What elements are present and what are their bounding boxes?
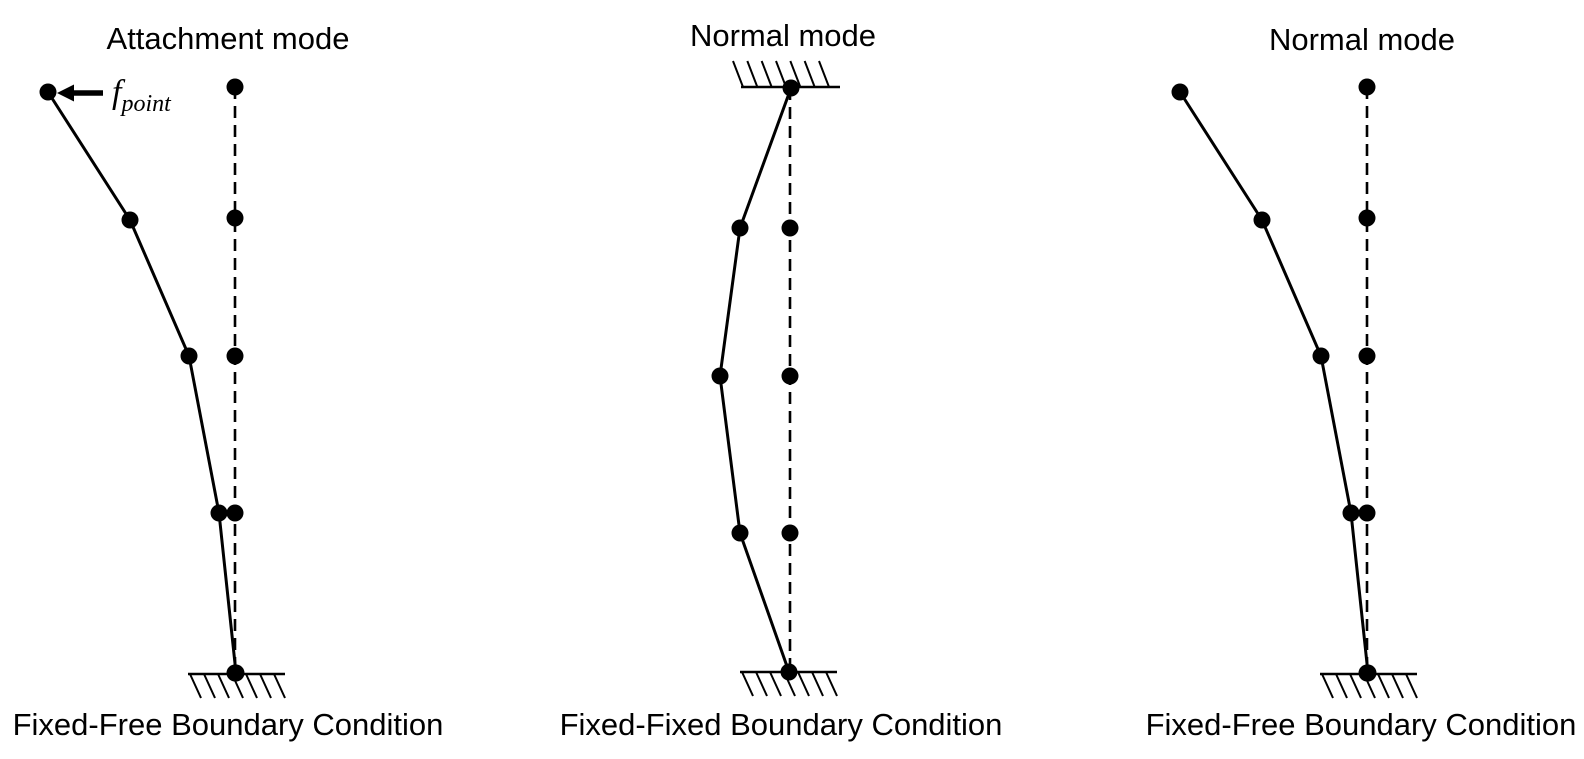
- boundary-condition-label: Fixed-Free Boundary Condition: [1146, 707, 1577, 742]
- node-dot: [227, 664, 245, 682]
- node-dot: [1312, 347, 1330, 365]
- fixed-support-hatch: [732, 60, 744, 88]
- fixed-support-hatch: [825, 671, 838, 697]
- deformed-beam-polyline: [1178, 91, 1370, 674]
- fixed-support-hatch: [811, 671, 824, 697]
- fixed-support-hatch: [245, 673, 258, 699]
- fixed-support-hatch: [203, 673, 216, 699]
- beam-diagram: [39, 78, 286, 699]
- beam-diagram: [711, 60, 840, 697]
- force-subscript: point: [119, 91, 172, 117]
- node-dot: [1359, 664, 1377, 682]
- panel-normal-mode-fixed-fixed: Normal mode Fixed-Fixed Boundary Conditi…: [560, 18, 1003, 742]
- fixed-support-hatch: [189, 673, 202, 699]
- fixed-support-hatch: [789, 60, 802, 88]
- fixed-support-hatch: [803, 60, 816, 88]
- panel-title: Attachment mode: [107, 21, 350, 56]
- fixed-support-hatch: [760, 60, 773, 88]
- node-dot: [780, 663, 798, 681]
- node-dot: [210, 504, 228, 522]
- node-dot: [226, 78, 244, 96]
- node-dot: [226, 209, 244, 227]
- node-dot: [781, 367, 799, 385]
- fixed-support-hatch: [1405, 673, 1418, 699]
- fixed-support-hatch: [1335, 673, 1348, 699]
- force-arrow-head: [57, 84, 74, 102]
- node-dot: [781, 219, 799, 237]
- fixed-support-hatch: [769, 671, 782, 697]
- fixed-support-hatch: [217, 673, 230, 699]
- node-dot: [731, 524, 749, 542]
- node-dot: [782, 79, 800, 97]
- node-dot: [1358, 347, 1376, 365]
- node-dot: [226, 504, 244, 522]
- fixed-support-hatch: [273, 673, 286, 699]
- panel-attachment-mode-fixed-free: Attachment mode fpoint Fixed-Free Bounda…: [13, 21, 444, 742]
- fixed-support-hatch: [818, 60, 830, 88]
- boundary-condition-label: Fixed-Free Boundary Condition: [13, 707, 444, 742]
- node-dot: [39, 83, 57, 101]
- deformed-beam-polyline: [718, 87, 793, 673]
- node-dot: [1358, 504, 1376, 522]
- node-dot: [180, 347, 198, 365]
- node-dot: [1342, 504, 1360, 522]
- boundary-condition-label: Fixed-Fixed Boundary Condition: [560, 707, 1003, 742]
- beam-diagram: [1171, 78, 1418, 699]
- node-dot: [1358, 78, 1376, 96]
- fixed-support-hatch: [797, 671, 810, 697]
- node-dot: [1253, 211, 1271, 229]
- panel-normal-mode-fixed-free: Normal mode Fixed-Free Boundary Conditio…: [1146, 22, 1577, 742]
- node-dot: [1171, 83, 1189, 101]
- node-dot: [711, 367, 729, 385]
- node-dot: [226, 347, 244, 365]
- deformed-beam-polyline: [46, 91, 238, 674]
- node-dot: [731, 219, 749, 237]
- node-dot: [121, 211, 139, 229]
- fixed-support-hatch: [741, 671, 754, 697]
- fixed-support-hatch: [1391, 673, 1404, 699]
- panel-title: Normal mode: [1269, 22, 1455, 57]
- node-dot: [1358, 209, 1376, 227]
- point-force-label: fpoint: [112, 74, 172, 117]
- node-dot: [781, 524, 799, 542]
- fixed-support-hatch: [1349, 673, 1362, 699]
- fixed-support-hatch: [1377, 673, 1390, 699]
- panel-title: Normal mode: [690, 18, 876, 53]
- fixed-support-hatch: [746, 60, 759, 88]
- fixed-support-hatch: [755, 671, 768, 697]
- fixed-support-hatch: [1321, 673, 1334, 699]
- fixed-support-hatch: [775, 60, 787, 88]
- fixed-support-hatch: [259, 673, 272, 699]
